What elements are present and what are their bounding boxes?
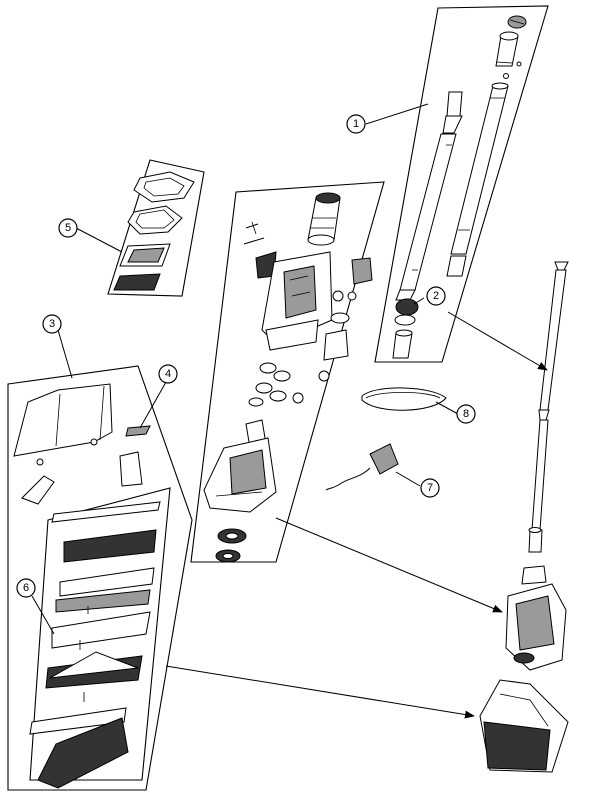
leader-1 — [365, 103, 429, 125]
callout-6: 6 — [16, 578, 36, 598]
motor-cylinder — [307, 192, 341, 246]
callout-1: 1 — [346, 114, 366, 134]
leader-6 — [31, 595, 55, 635]
left-long-tube — [395, 91, 463, 301]
assembled-motor-body — [505, 565, 567, 671]
leader-5 — [75, 227, 123, 253]
panel-handle-tubes — [374, 5, 549, 363]
right-long-tube — [446, 82, 509, 277]
battery-cells — [248, 362, 330, 407]
panel-head-covers — [7, 365, 193, 791]
arrow-handle — [447, 311, 548, 371]
svg-text:2: 2 — [433, 290, 439, 302]
upper-short-tube — [495, 31, 522, 79]
assembled-brush-head — [479, 679, 569, 773]
svg-text:7: 7 — [427, 482, 433, 494]
leader-8 — [435, 401, 459, 415]
charger — [325, 443, 399, 491]
arrow-body — [275, 517, 503, 613]
hood-cover — [13, 383, 113, 466]
svg-text:8: 8 — [463, 408, 469, 420]
svg-text:4: 4 — [165, 368, 171, 380]
svg-text:6: 6 — [23, 582, 29, 594]
svg-text:1: 1 — [353, 118, 359, 130]
lower-short-tube — [392, 329, 413, 359]
motor-housing — [261, 251, 333, 351]
arrow-head — [165, 665, 475, 719]
callout-4: 4 — [158, 364, 178, 384]
callout-7: 7 — [420, 478, 440, 498]
panel-brush-parts — [29, 487, 171, 789]
brush-wheels — [215, 528, 247, 563]
drive-belt — [361, 387, 447, 411]
svg-text:5: 5 — [65, 222, 71, 234]
leader-2 — [413, 297, 425, 305]
tube-collar — [394, 298, 419, 326]
panel-filter — [107, 159, 205, 297]
lower-body — [203, 419, 277, 513]
svg-text:3: 3 — [49, 318, 55, 330]
callout-8: 8 — [456, 404, 476, 424]
callout-3: 3 — [42, 314, 62, 334]
panel-motor-body — [190, 181, 385, 563]
handle-cap — [507, 15, 527, 29]
leader-3 — [57, 329, 73, 379]
leader-7 — [395, 471, 421, 487]
assembled-handle — [528, 261, 569, 553]
leader-4 — [139, 381, 167, 429]
callout-5: 5 — [58, 218, 78, 238]
callout-2: 2 — [426, 286, 446, 306]
